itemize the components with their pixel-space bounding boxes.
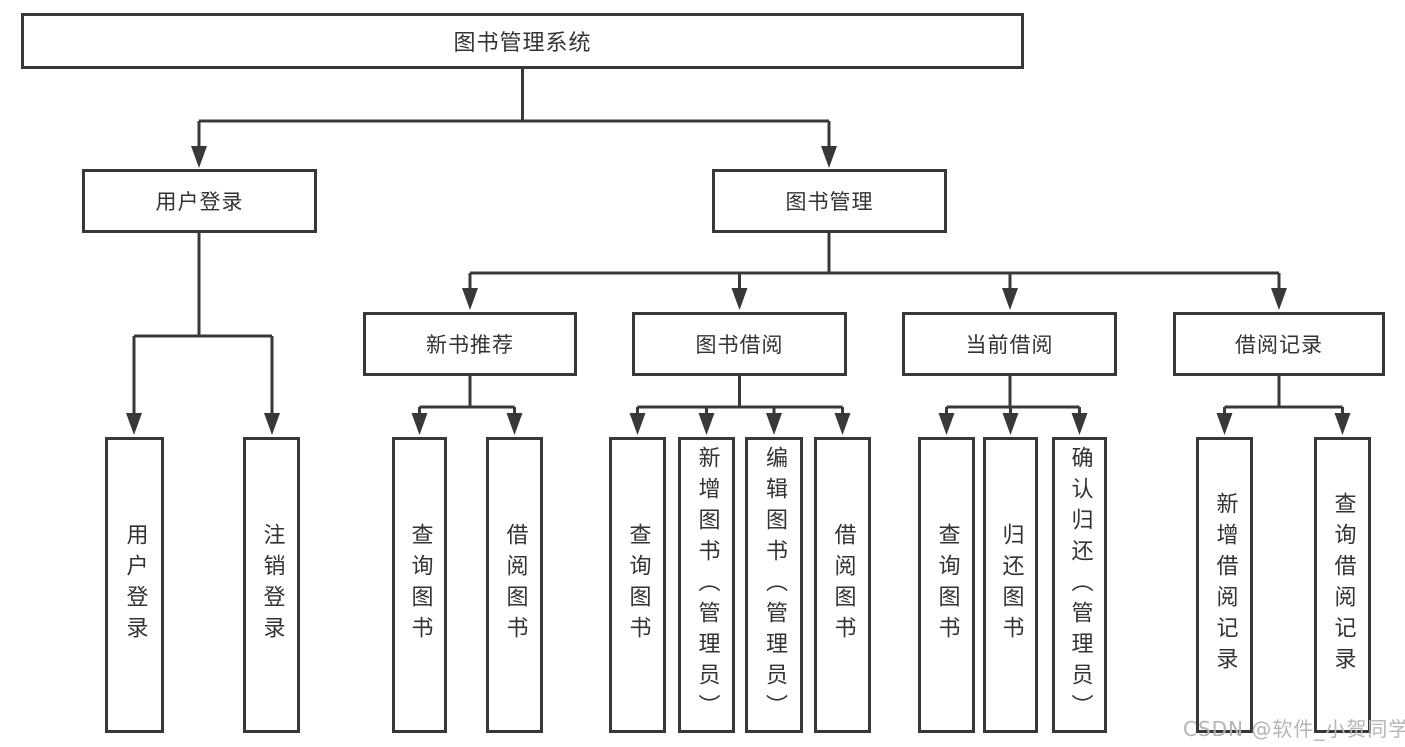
arrow-down-icon — [938, 413, 955, 435]
leaf-borrow-books-borrow: 借阅图书 — [814, 437, 871, 733]
arrowhead-icons — [126, 146, 1351, 435]
arrow-down-icon — [731, 288, 748, 310]
leaf-query-borrow-record: 查询借阅记录 — [1314, 437, 1371, 733]
leaf-query-books-borrow: 查询图书 — [609, 437, 666, 733]
node-book-borrow: 图书借阅 — [632, 312, 847, 376]
arrow-down-icon — [834, 413, 851, 435]
node-label: 当前借阅 — [965, 333, 1054, 357]
node-label: 注销登录 — [259, 523, 285, 647]
node-book-management: 图书管理 — [712, 169, 947, 233]
node-new-book-recommend: 新书推荐 — [363, 312, 577, 376]
leaf-add-book-admin: 新增图书（管理员） — [678, 437, 735, 733]
node-label: 新书推荐 — [426, 333, 514, 357]
node-label: 借阅图书 — [502, 523, 528, 647]
node-label: 查询图书 — [934, 523, 960, 647]
arrow-down-icon — [698, 413, 715, 435]
node-label: 用户登录 — [122, 523, 148, 647]
node-root-system: 图书管理系统 — [21, 13, 1024, 69]
node-label: 查询借阅记录 — [1330, 492, 1356, 678]
node-label: 图书借阅 — [695, 333, 784, 357]
arrow-down-icon — [821, 146, 837, 168]
arrow-down-icon — [1002, 288, 1018, 310]
leaf-confirm-return-admin: 确认归还（管理员） — [1052, 437, 1107, 733]
connector-segments — [132, 69, 1344, 418]
node-label: 用户登录 — [155, 190, 244, 214]
node-label: 查询图书 — [407, 523, 433, 647]
node-label: 查询图书 — [625, 523, 651, 647]
arrow-down-icon — [191, 146, 207, 168]
arrow-down-icon — [462, 288, 478, 310]
node-borrow-records: 借阅记录 — [1173, 312, 1385, 376]
arrow-down-icon — [264, 413, 280, 435]
arrow-down-icon — [126, 413, 142, 435]
arrow-down-icon — [1002, 413, 1019, 435]
leaf-query-books-recommend: 查询图书 — [392, 437, 447, 733]
leaf-logout: 注销登录 — [243, 437, 300, 733]
arrow-down-icon — [1334, 413, 1351, 435]
node-label: 编辑图书（管理员） — [762, 445, 787, 725]
node-label: 图书管理系统 — [453, 31, 592, 56]
leaf-user-login: 用户登录 — [105, 437, 164, 733]
arrow-down-icon — [629, 413, 646, 435]
leaf-query-books-current: 查询图书 — [918, 437, 975, 733]
leaf-edit-book-admin: 编辑图书（管理员） — [745, 437, 803, 733]
leaf-add-borrow-record: 新增借阅记录 — [1196, 437, 1253, 733]
node-label: 借阅图书 — [830, 523, 856, 647]
node-label: 图书管理 — [785, 190, 874, 214]
leaf-borrow-books-recommend: 借阅图书 — [486, 437, 543, 733]
arrow-down-icon — [411, 413, 428, 435]
csdn-watermark: CSDN @软件_小贺同学 — [1183, 717, 1405, 741]
node-label: 新增图书（管理员） — [694, 445, 720, 725]
arrow-down-icon — [1271, 288, 1287, 310]
leaf-return-book: 归还图书 — [983, 437, 1038, 733]
arrow-down-icon — [1216, 413, 1233, 435]
node-label: 借阅记录 — [1235, 333, 1323, 357]
node-label: 新增借阅记录 — [1212, 492, 1238, 678]
node-current-borrow: 当前借阅 — [902, 312, 1117, 376]
node-label: 归还图书 — [998, 523, 1024, 647]
arrow-down-icon — [1071, 413, 1088, 435]
node-label: 确认归还（管理员） — [1067, 445, 1093, 725]
node-user-login: 用户登录 — [82, 169, 317, 233]
arrow-down-icon — [766, 413, 782, 435]
arrow-down-icon — [506, 413, 523, 435]
